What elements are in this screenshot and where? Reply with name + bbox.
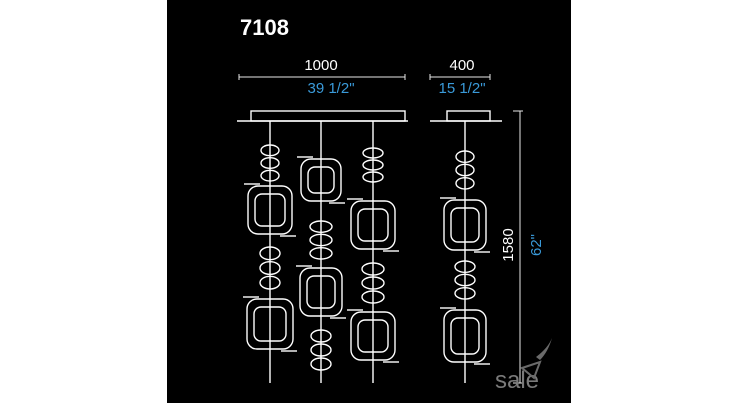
- glass-bead-element: [454, 273, 476, 287]
- glass-bead-element: [455, 163, 475, 177]
- glass-bead-element: [259, 260, 281, 276]
- glass-frame-element: [246, 298, 294, 350]
- glass-frame-inner: [253, 306, 287, 342]
- side-canopy: [446, 110, 491, 122]
- width-dimension: 1000 39 1/2": [238, 57, 406, 97]
- watermark: sale: [495, 338, 552, 394]
- glass-bead-element: [260, 169, 280, 182]
- front-view: [237, 110, 408, 383]
- side-view: [430, 110, 502, 383]
- glass-bead-element: [455, 176, 475, 190]
- glass-bead-element: [259, 246, 281, 261]
- depth-dimension: 400 15 1/2": [429, 57, 491, 97]
- height-in-label: 62": [528, 234, 545, 256]
- glass-bead-element: [310, 329, 332, 343]
- glass-bead-element: [361, 276, 385, 290]
- glass-bead-element: [310, 357, 332, 371]
- glass-bead-element: [309, 246, 333, 260]
- glass-frame-element: [350, 200, 396, 250]
- glass-frame-inner: [450, 207, 480, 243]
- glass-frame-element: [443, 309, 487, 363]
- glass-bead-element: [260, 156, 280, 170]
- glass-bead-element: [310, 343, 332, 357]
- glass-frame-element: [350, 311, 396, 361]
- model-number: 7108: [240, 15, 289, 40]
- height-dimension: 1580 62": [500, 110, 545, 384]
- glass-frame-inner: [357, 319, 389, 353]
- glass-bead-element: [455, 150, 475, 164]
- glass-bead-element: [362, 147, 384, 159]
- glass-frame-inner: [254, 193, 286, 227]
- glass-frame-inner: [306, 275, 336, 309]
- depth-in-label: 15 1/2": [438, 80, 485, 97]
- glass-frame-inner: [357, 208, 389, 242]
- glass-frame-inner: [307, 166, 335, 194]
- watermark-text: sale: [495, 367, 539, 394]
- glass-frame-element: [299, 267, 343, 317]
- glass-bead-element: [361, 262, 385, 276]
- glass-frame-element: [300, 158, 342, 202]
- glass-frame-element: [247, 185, 293, 235]
- glass-frame-element: [443, 199, 487, 251]
- width-in-label: 39 1/2": [307, 80, 354, 97]
- glass-bead-element: [309, 233, 333, 247]
- ceiling-canopy: [250, 110, 406, 122]
- glass-bead-element: [361, 290, 385, 304]
- glass-bead-element: [260, 144, 280, 157]
- depth-mm-label: 400: [449, 57, 474, 74]
- glass-bead-element: [362, 171, 384, 183]
- watermark-mark-icon: [519, 338, 552, 380]
- glass-bead-element: [454, 260, 476, 274]
- glass-bead-element: [362, 159, 384, 171]
- glass-bead-element: [309, 220, 333, 234]
- glass-bead-element: [454, 286, 476, 300]
- width-mm-label: 1000: [304, 57, 337, 74]
- height-mm-label: 1580: [500, 228, 517, 261]
- glass-bead-element: [259, 275, 281, 290]
- glass-frame-inner: [450, 317, 480, 355]
